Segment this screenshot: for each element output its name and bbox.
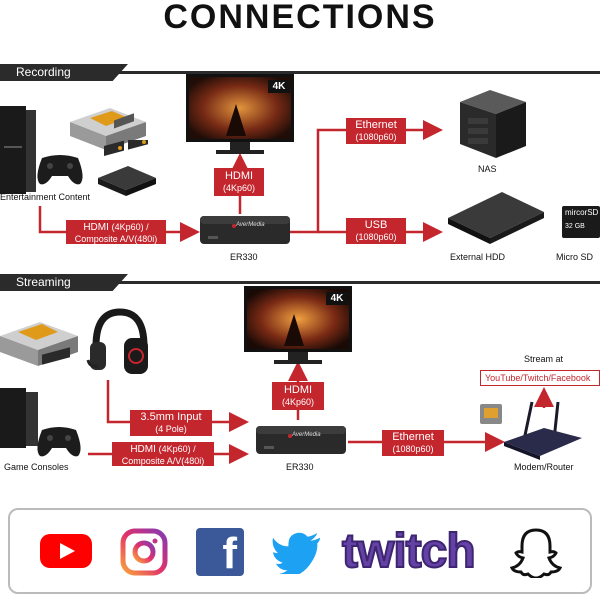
str-hdmi-in-sub2: Composite A/V(480i)	[121, 456, 205, 466]
rec-hdmi-in-label: HDMI (4Kp60) / Composite A/V(480i)	[66, 220, 166, 244]
sd-card-size: 32 GB	[565, 223, 585, 230]
str-audio-label: 3.5mm Input (4 Pole)	[130, 410, 212, 436]
router-icon	[480, 401, 582, 460]
rec-hdmi-in-main: HDMI	[83, 222, 109, 233]
headset-icon	[86, 308, 148, 374]
monitor-4k-badge: 4K	[268, 80, 290, 93]
gamepad-icon	[37, 155, 83, 185]
consoles-caption: Game Consoles	[4, 462, 69, 472]
str-hdmi-in-sub1: (4Kp60) /	[158, 444, 196, 454]
sd-caption: Micro SD	[556, 252, 594, 262]
rec-ethernet-sub: (1080p60)	[355, 132, 397, 142]
retro-console-icon	[0, 322, 78, 366]
nas-caption: NAS	[478, 164, 497, 174]
er330-brand-text: AverMedia	[236, 222, 265, 228]
recording-section-label: Recording	[0, 64, 128, 81]
hdd-caption: External HDD	[450, 252, 506, 262]
game-console-icon	[0, 106, 36, 194]
platforms-box: YouTube/Twitch/Facebook	[480, 370, 600, 386]
snapchat-icon	[510, 528, 562, 578]
str-ethernet-label: Ethernet (1080p60)	[382, 430, 444, 456]
rec-ethernet-label: Ethernet (1080p60)	[346, 118, 406, 144]
facebook-icon: f	[196, 528, 244, 576]
rec-hdmi-out-sub: (4Kp60)	[222, 183, 256, 193]
rec-ethernet-line	[290, 120, 443, 234]
sd-card-text: mircorSD	[565, 208, 599, 217]
twitter-icon	[272, 532, 321, 574]
youtube-icon	[40, 534, 92, 568]
retro-console-icon	[70, 108, 146, 150]
recording-section-header: Recording	[0, 64, 600, 81]
sd-card-icon: mircorSD 32 GB	[562, 206, 600, 238]
str-audio-sub: (4 Pole)	[155, 424, 187, 434]
rec-usb-label: USB (1080p60)	[346, 218, 406, 244]
str-hdmi-out-main: HDMI	[283, 384, 313, 396]
str-hdmi-out-sub: (4Kp60)	[281, 397, 315, 407]
twitch-wordmark: twitch	[341, 524, 477, 579]
str-hdmi-out-label: HDMI (4Kp60)	[272, 382, 324, 410]
page-title: CONNECTIONS	[163, 0, 437, 36]
rec-hdmi-out-main: HDMI	[224, 170, 254, 182]
rec-usb-main: USB	[364, 219, 388, 231]
rec-hdmi-in-sub1: (4Kp60) /	[111, 222, 149, 232]
er330-caption: ER330	[286, 462, 314, 472]
er330-caption: ER330	[230, 252, 258, 262]
rec-usb-sub: (1080p60)	[355, 232, 397, 242]
stream-at-caption: Stream at	[524, 354, 564, 364]
str-hdmi-in-label: HDMI (4Kp60) / Composite A/V(480i)	[112, 442, 214, 466]
retro-controllers-icon	[104, 140, 148, 156]
set-top-box-icon	[98, 166, 156, 196]
str-ethernet-sub: (1080p60)	[392, 444, 434, 454]
str-ethernet-main: Ethernet	[392, 431, 434, 443]
streaming-section-label: Streaming	[0, 274, 128, 291]
facebook-glyph: f	[222, 529, 237, 578]
rec-ethernet-main: Ethernet	[355, 119, 397, 131]
gamepad-icon	[37, 427, 81, 457]
rec-hdmi-in-sub2: Composite A/V(480i)	[74, 234, 158, 244]
nas-icon	[460, 90, 526, 158]
streaming-section-header: Streaming	[0, 274, 600, 291]
game-console-icon	[0, 388, 38, 448]
monitor-4k-badge: 4K	[326, 292, 348, 305]
er330-brand-text: AverMedia	[292, 432, 321, 438]
router-caption: Modem/Router	[514, 462, 574, 472]
hdd-icon	[448, 192, 544, 244]
er330-device-icon	[256, 426, 346, 454]
instagram-icon	[120, 528, 168, 576]
rec-hdmi-out-label: HDMI (4Kp60)	[214, 168, 264, 196]
er330-device-icon	[200, 216, 290, 244]
entertainment-caption: Entertainment Content	[0, 192, 91, 202]
str-audio-main: 3.5mm Input	[140, 411, 202, 423]
twitch-icon: twitch	[340, 524, 486, 579]
str-hdmi-in-main: HDMI	[130, 444, 156, 455]
